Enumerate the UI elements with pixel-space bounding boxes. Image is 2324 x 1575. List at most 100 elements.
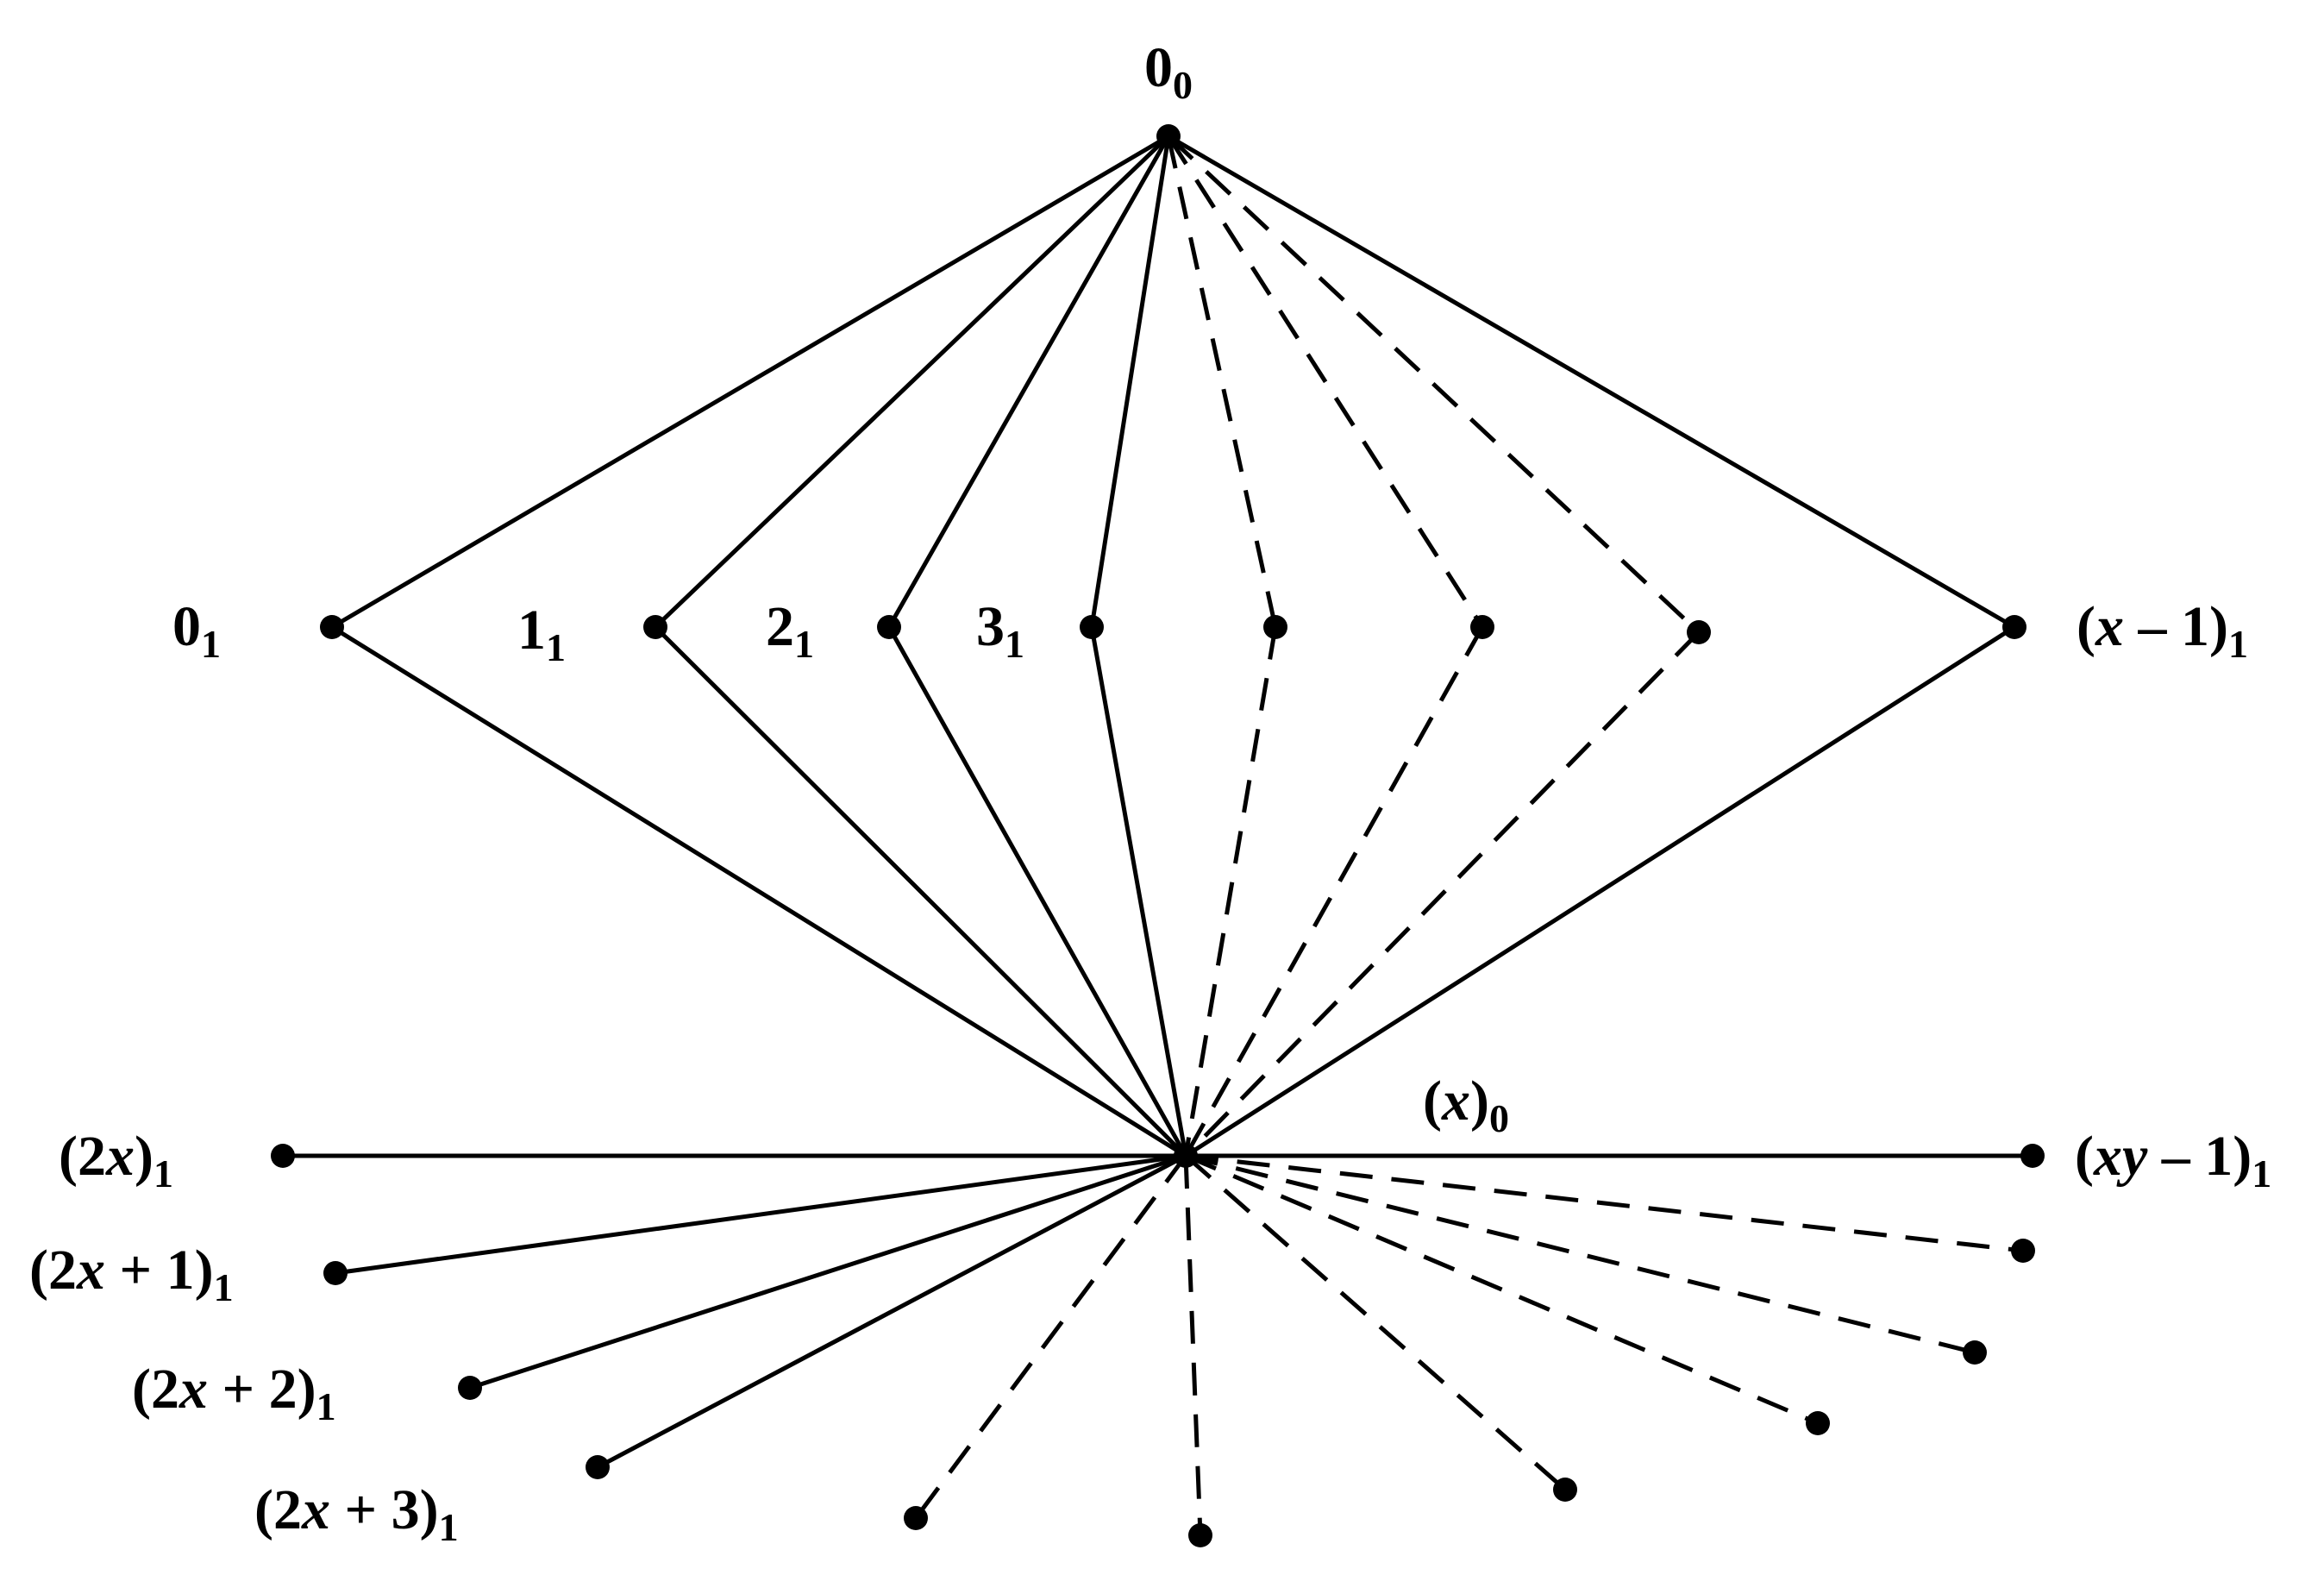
node-0-1-dot	[320, 615, 344, 639]
node-2x-plus-1-1-label-part: + 1)	[105, 1239, 214, 1302]
node-x-0-label-part: x	[1441, 1070, 1470, 1133]
node-2x-plus-2-1-label-part: x	[179, 1358, 208, 1421]
nodes-layer	[271, 124, 2045, 1547]
node-2-1-label-part: 2	[766, 595, 794, 658]
node-0-1-label: 01	[172, 595, 221, 666]
node-2x-plus-2-1-label: (2x + 2)1	[132, 1358, 336, 1428]
edge-nx0-b2-dashed	[1183, 1155, 1203, 1536]
node-x-minus-1-1-label-part: 1	[2228, 622, 2248, 666]
node-x-minus-1-1-dot	[2002, 615, 2026, 639]
node-2x-1-label-part: )	[135, 1125, 153, 1188]
edge-m3-nx0-dashed	[1184, 631, 1701, 1158]
node-unlabeled-1-dot	[1263, 615, 1287, 639]
node-2x-plus-3-1-label-part: (2	[254, 1478, 302, 1541]
edge-nx0-b1-dashed	[913, 1154, 1188, 1520]
edge-n00-nx1	[1166, 134, 2017, 630]
edge-n11-nx0	[653, 624, 1188, 1158]
node-xy-minus-1-1-dot	[2020, 1144, 2045, 1168]
node-x-minus-1-1-label-part: x	[2095, 595, 2124, 658]
node-0-1-label-part: 1	[201, 622, 221, 666]
node-0-0-dot	[1156, 124, 1181, 148]
node-x-0-label: (x)0	[1423, 1070, 1509, 1140]
node-2x-plus-1-1-label-part: (2	[29, 1239, 77, 1302]
node-0-0-label-part: 0	[1173, 63, 1193, 107]
node-2x-plus-2-1-label-part: (2	[132, 1358, 179, 1421]
edge-nx0-n2x2	[467, 1153, 1188, 1390]
node-3-1-label-part: 3	[976, 595, 1005, 658]
node-x-minus-1-1-label: (x – 1)1	[2077, 595, 2248, 666]
node-2x-plus-1-1-label-part: 1	[214, 1265, 234, 1309]
node-3-1-dot	[1080, 615, 1104, 639]
node-2x-1-label-part: x	[105, 1125, 135, 1188]
edge-n00-n21	[886, 134, 1171, 630]
node-2x-plus-3-1-label: (2x + 3)1	[254, 1478, 459, 1549]
node-2-1-label-part: 1	[794, 622, 814, 666]
node-x-0-label-part: 0	[1489, 1096, 1509, 1140]
node-0-0-label: 00	[1144, 36, 1193, 107]
node-0-1-label-part: 0	[172, 595, 201, 658]
edge-n00-n31	[1089, 134, 1171, 630]
node-unlabeled-bottom-4-dot	[1806, 1411, 1830, 1435]
edge-n21-nx0	[886, 624, 1188, 1158]
node-x-minus-1-1-label-part: (	[2077, 595, 2095, 658]
node-1-1-label-part: 1	[546, 625, 566, 669]
node-unlabeled-bottom-6-dot	[2011, 1239, 2035, 1263]
node-x-0-label-part: )	[1470, 1070, 1489, 1133]
node-x-0-label-part: (	[1423, 1070, 1442, 1133]
node-unlabeled-2-dot	[1470, 615, 1494, 639]
edge-n01-nx0	[329, 624, 1188, 1158]
node-xy-minus-1-1-label-part: 1	[2252, 1151, 2271, 1195]
edge-nx1-nx0	[1183, 624, 2017, 1158]
node-2x-plus-3-1-dot	[586, 1455, 610, 1479]
edges-layer	[280, 134, 2035, 1536]
edge-n31-nx0	[1089, 624, 1188, 1158]
node-1-1-label: 11	[517, 599, 566, 669]
edge-m1-nx0-dashed	[1183, 626, 1278, 1157]
node-unlabeled-bottom-1-dot	[904, 1506, 928, 1530]
node-xy-minus-1-1-label-part: – 1)	[2147, 1125, 2252, 1188]
node-2x-1-label-part: (2	[59, 1125, 106, 1188]
node-2x-plus-2-1-label-part: 1	[316, 1384, 336, 1428]
edge-n00-m1-dashed	[1166, 135, 1278, 628]
edge-n00-m3-dashed	[1167, 135, 1701, 634]
edge-nx0-b5-dashed	[1185, 1153, 1976, 1355]
node-2-1-dot	[877, 615, 901, 639]
node-2-1-label: 21	[766, 595, 814, 666]
node-2x-1-label-part: 1	[153, 1151, 173, 1195]
node-2x-plus-1-1-label: (2x + 1)1	[29, 1239, 234, 1309]
node-x-0-dot	[1174, 1144, 1198, 1168]
node-2x-plus-2-1-dot	[458, 1376, 482, 1400]
node-unlabeled-bottom-3-dot	[1553, 1478, 1577, 1502]
edge-nx0-b4-dashed	[1185, 1153, 1819, 1426]
node-xy-minus-1-1-label: (xy – 1)1	[2075, 1125, 2271, 1195]
node-0-0-label-part: 0	[1144, 36, 1173, 99]
edge-nx0-b6-dashed	[1185, 1153, 2024, 1253]
node-2x-plus-2-1-label-part: + 2)	[208, 1358, 316, 1421]
node-unlabeled-3-dot	[1687, 620, 1711, 644]
edge-n00-m2-dashed	[1166, 135, 1485, 629]
node-2x-1-label: (2x)1	[59, 1125, 173, 1195]
node-3-1-label-part: 1	[1005, 622, 1024, 666]
node-unlabeled-bottom-2-dot	[1188, 1523, 1212, 1547]
node-2x-plus-3-1-label-part: + 3)	[330, 1478, 439, 1541]
edge-nx0-n2x3	[595, 1153, 1188, 1470]
node-xy-minus-1-1-label-part: (	[2075, 1125, 2094, 1188]
node-1-1-label-part: 1	[517, 599, 546, 662]
node-2x-1-dot	[271, 1144, 295, 1168]
edge-nx0-b3-dashed	[1184, 1154, 1567, 1491]
edge-nx0-n2x1	[333, 1153, 1188, 1276]
node-1-1-dot	[643, 615, 667, 639]
node-2x-plus-3-1-label-part: 1	[439, 1505, 459, 1549]
node-xy-minus-1-1-label-part: xy	[2093, 1125, 2148, 1188]
node-unlabeled-bottom-5-dot	[1963, 1340, 1987, 1365]
node-x-minus-1-1-label-part: – 1)	[2124, 595, 2228, 658]
node-2x-plus-1-1-dot	[323, 1261, 348, 1285]
node-2x-plus-3-1-label-part: x	[301, 1478, 330, 1541]
node-2x-plus-1-1-label-part: x	[76, 1239, 105, 1302]
edge-n00-n01	[329, 134, 1171, 630]
node-3-1-label: 31	[976, 595, 1024, 666]
edge-n00-n11	[653, 134, 1171, 630]
